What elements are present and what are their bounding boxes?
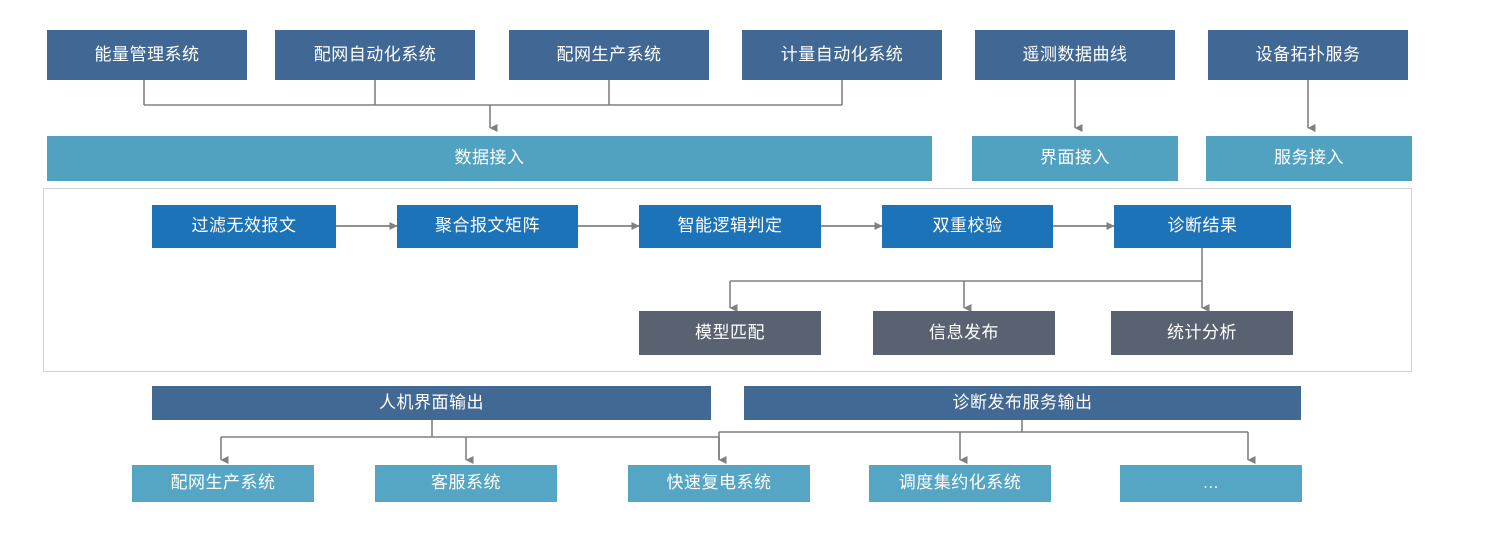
detail-box-information-publishing[interactable]: 信息发布	[873, 311, 1055, 355]
source-box-distribution-production[interactable]: 配网生产系统	[509, 30, 709, 80]
access-label: 服务接入	[1274, 148, 1344, 168]
pipeline-step-dual-verification[interactable]: 双重校验	[882, 205, 1053, 248]
consumer-box-customer-service-system[interactable]: 客服系统	[375, 465, 557, 502]
processing-pipeline-panel	[43, 188, 1412, 372]
detail-box-model-matching[interactable]: 模型匹配	[639, 311, 821, 355]
source-label: 配网生产系统	[556, 44, 662, 64]
output-label: 人机界面输出	[379, 392, 484, 412]
pipeline-label: 智能逻辑判定	[677, 216, 783, 236]
consumer-box-dispatch-intensive-system[interactable]: 调度集约化系统	[869, 465, 1051, 502]
access-bar-data-access[interactable]: 数据接入	[47, 136, 932, 181]
source-box-metering-automation[interactable]: 计量自动化系统	[742, 30, 942, 80]
source-label: 能量管理系统	[94, 44, 200, 64]
consumer-label: 配网生产系统	[170, 473, 276, 493]
consumer-label: 客服系统	[431, 473, 501, 493]
source-box-telemetry-curve[interactable]: 遥测数据曲线	[975, 30, 1175, 80]
source-to-data-access-bus	[143, 80, 843, 132]
detail-label: 统计分析	[1167, 322, 1237, 342]
pipeline-step-diagnosis-result[interactable]: 诊断结果	[1114, 205, 1291, 248]
source-label: 遥测数据曲线	[1022, 44, 1128, 64]
source-box-distribution-automation[interactable]: 配网自动化系统	[275, 30, 475, 80]
consumer-label: ...	[1203, 473, 1219, 493]
service-output-to-consumers-bus	[718, 420, 1256, 464]
pipeline-label: 双重校验	[932, 216, 1003, 236]
access-label: 数据接入	[454, 148, 525, 168]
pipeline-label: 聚合报文矩阵	[435, 216, 540, 236]
source-box-device-topology-service[interactable]: 设备拓扑服务	[1208, 30, 1408, 80]
consumer-box-more[interactable]: ...	[1120, 465, 1302, 502]
access-bar-ui-access[interactable]: 界面接入	[972, 136, 1178, 181]
pipeline-label: 过滤无效报文	[191, 216, 297, 236]
output-label: 诊断发布服务输出	[952, 392, 1093, 412]
hmi-output-to-consumers-bus	[220, 420, 727, 464]
consumer-label: 快速复电系统	[666, 473, 772, 493]
pipeline-step-intelligent-logic-decision[interactable]: 智能逻辑判定	[639, 205, 821, 248]
access-label: 界面接入	[1040, 148, 1110, 168]
access-bar-service-access[interactable]: 服务接入	[1206, 136, 1412, 181]
output-bar-diagnosis-publishing-service-output[interactable]: 诊断发布服务输出	[744, 386, 1301, 420]
output-bar-hmi-output[interactable]: 人机界面输出	[152, 386, 711, 420]
pipeline-step-aggregate-message-matrix[interactable]: 聚合报文矩阵	[397, 205, 578, 248]
source-label: 配网自动化系统	[313, 44, 437, 64]
detail-label: 模型匹配	[695, 322, 765, 342]
detail-box-statistical-analysis[interactable]: 统计分析	[1111, 311, 1293, 355]
consumer-box-rapid-restoration-system[interactable]: 快速复电系统	[628, 465, 810, 502]
consumer-label: 调度集约化系统	[898, 473, 1022, 493]
pipeline-label: 诊断结果	[1167, 216, 1238, 236]
source-box-energy-management[interactable]: 能量管理系统	[47, 30, 247, 80]
source-label: 设备拓扑服务	[1255, 44, 1361, 64]
detail-label: 信息发布	[929, 322, 999, 342]
consumer-box-distribution-production-system[interactable]: 配网生产系统	[132, 465, 314, 502]
source-label: 计量自动化系统	[780, 44, 904, 64]
pipeline-step-filter-invalid-messages[interactable]: 过滤无效报文	[152, 205, 336, 248]
